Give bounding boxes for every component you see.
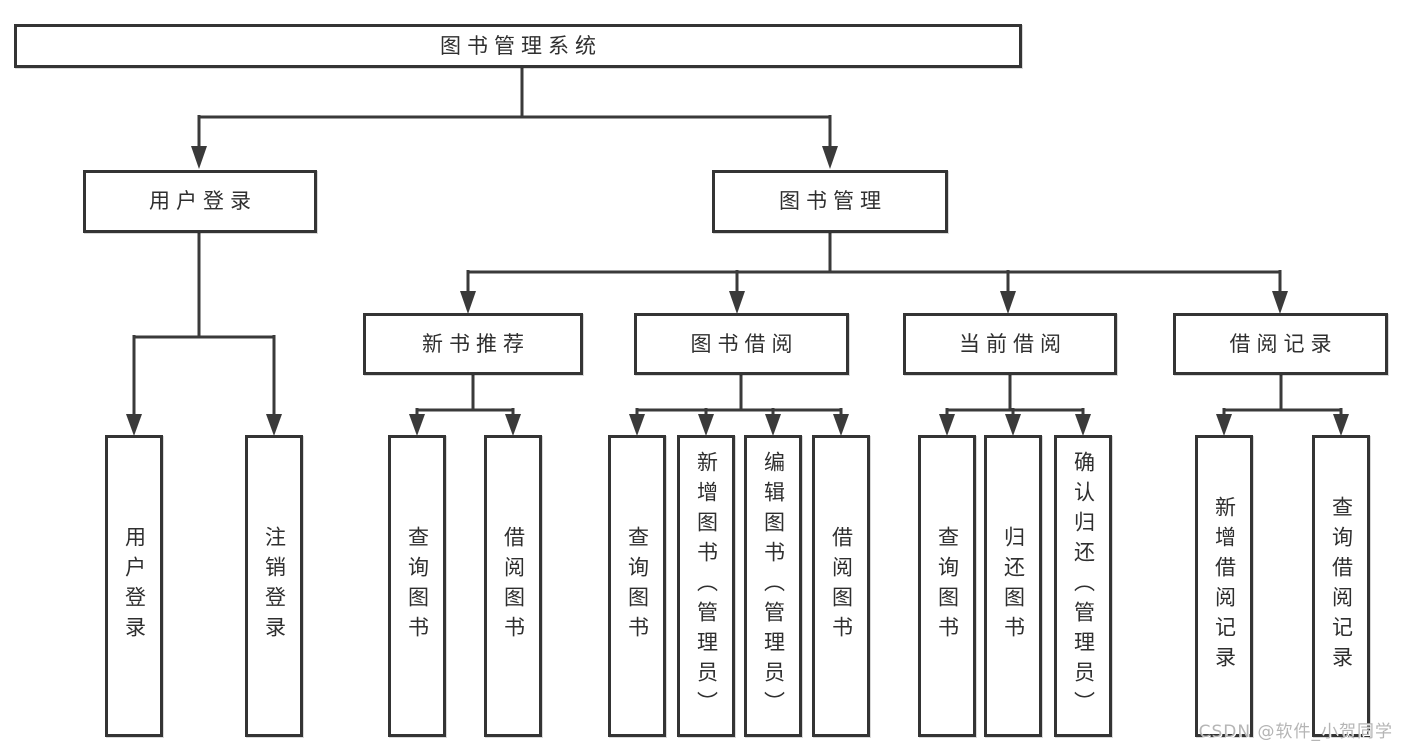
leaf-label: 归还图书: [1001, 526, 1026, 646]
leaf-user-login: 用户登录: [105, 435, 163, 737]
node-label: 图书管理系统: [440, 33, 602, 58]
leaf-label: 查询借阅记录: [1329, 496, 1354, 676]
leaf-return-books: 归还图书: [984, 435, 1042, 737]
node-label: 图书借阅: [690, 331, 799, 356]
leaf-label: 查询图书: [935, 526, 960, 646]
leaf-label: 查询图书: [625, 526, 650, 646]
leaf-label: 用户登录: [122, 526, 147, 646]
csdn-watermark: CSDN @软件_小贺同学: [1198, 722, 1393, 742]
node-borrowing-records: 借阅记录: [1173, 313, 1388, 375]
connector-borrowing-records-branch: [1216, 373, 1349, 436]
leaf-add-borrow-record: 新增借阅记录: [1195, 435, 1253, 737]
node-book-management: 图书管理: [712, 170, 948, 233]
leaf-label: 借阅图书: [501, 526, 526, 646]
node-user-login: 用户登录: [83, 170, 317, 233]
leaf-label: 借阅图书: [829, 526, 854, 646]
connector-user-login-branch: [126, 231, 282, 436]
connector-root-to-level2: [191, 66, 838, 169]
node-library-management-system: 图书管理系统: [14, 24, 1022, 68]
leaf-label: 编辑图书（管理员）: [761, 451, 786, 721]
connector-book-borrowing-branch: [629, 373, 849, 436]
node-book-borrowing: 图书借阅: [634, 313, 849, 375]
leaf-label: 注销登录: [262, 526, 287, 646]
node-label: 当前借阅: [959, 331, 1067, 356]
leaf-query-books-1: 查询图书: [388, 435, 446, 737]
leaf-query-books-3: 查询图书: [918, 435, 976, 737]
connector-new-book-branch: [409, 373, 521, 436]
node-label: 用户登录: [149, 189, 257, 213]
leaf-label: 新增借阅记录: [1212, 496, 1237, 676]
node-current-borrowing: 当前借阅: [903, 313, 1117, 375]
leaf-label: 确认归还（管理员）: [1071, 451, 1096, 721]
leaf-borrow-books-1: 借阅图书: [484, 435, 542, 737]
leaf-edit-books-admin: 编辑图书（管理员）: [744, 435, 802, 737]
node-label: 借阅记录: [1229, 331, 1338, 356]
connector-book-management-branch: [460, 231, 1288, 314]
leaf-query-books-2: 查询图书: [608, 435, 666, 737]
leaf-query-borrow-record: 查询借阅记录: [1312, 435, 1370, 737]
leaf-confirm-return-admin: 确认归还（管理员）: [1054, 435, 1112, 737]
leaf-add-books-admin: 新增图书（管理员）: [677, 435, 735, 737]
node-label: 新书推荐: [422, 331, 530, 356]
node-label: 图书管理: [779, 189, 887, 213]
node-new-book-recommendation: 新书推荐: [363, 313, 583, 375]
leaf-logout: 注销登录: [245, 435, 303, 737]
leaf-label: 查询图书: [405, 526, 430, 646]
leaf-label: 新增图书（管理员）: [694, 451, 719, 721]
leaf-borrow-books-2: 借阅图书: [812, 435, 870, 737]
connector-current-borrowing-branch: [939, 373, 1091, 436]
